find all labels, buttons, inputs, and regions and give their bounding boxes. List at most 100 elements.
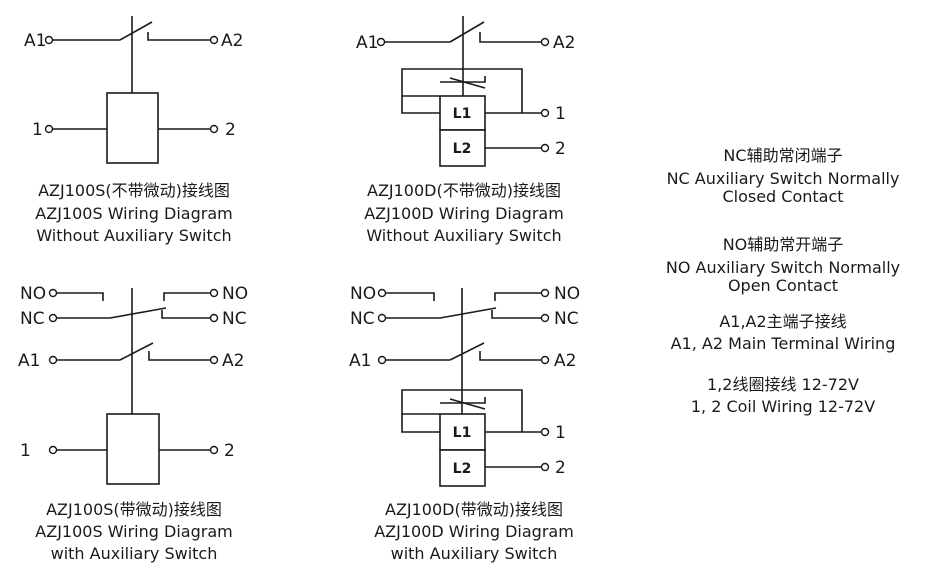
terminal-a1 bbox=[48, 355, 58, 365]
wire bbox=[479, 351, 541, 361]
caption-line-3: Without Auxiliary Switch bbox=[36, 226, 231, 245]
terminal-nc-right bbox=[540, 313, 550, 323]
terminal-no-right bbox=[209, 288, 219, 298]
aux-no-contact-left bbox=[386, 292, 435, 301]
caption-line-3: with Auxiliary Switch bbox=[51, 544, 218, 563]
terminal-label-a2: A2 bbox=[553, 33, 575, 53]
legend-nc-title: NC辅助常闭端子 bbox=[723, 146, 842, 165]
legend-no-line-2: NO Auxiliary Switch Normally bbox=[666, 258, 900, 277]
legend: NC辅助常闭端子 NC Auxiliary Switch Normally Cl… bbox=[666, 146, 900, 416]
coil-l1 bbox=[439, 413, 486, 451]
coil-label-l1: L1 bbox=[453, 106, 472, 122]
main-switch-contact bbox=[119, 21, 153, 41]
coil-label-l2: L2 bbox=[453, 141, 472, 157]
terminal-label-a1: A1 bbox=[18, 351, 40, 371]
coil-label-l2: L2 bbox=[453, 461, 472, 477]
terminal-label-nc-right: NC bbox=[222, 309, 247, 329]
aux-nc-contact bbox=[491, 310, 541, 319]
terminal-label-a2: A2 bbox=[221, 31, 243, 51]
terminal-1 bbox=[44, 124, 54, 134]
caption-line-3: with Auxiliary Switch bbox=[391, 544, 558, 563]
terminal-no-right bbox=[540, 288, 550, 298]
terminal-2 bbox=[540, 462, 550, 472]
caption-line-2: AZJ100S Wiring Diagram bbox=[35, 204, 232, 223]
terminal-nc-right bbox=[209, 313, 219, 323]
diagram-azj100d-with-aux: NO NO NC NC A1 A2 L1 L2 1 bbox=[349, 284, 580, 563]
terminal-label-2: 2 bbox=[555, 458, 566, 478]
caption-line-2: AZJ100D Wiring Diagram bbox=[364, 204, 564, 223]
terminal-a1 bbox=[44, 35, 54, 45]
loop-wire bbox=[401, 68, 523, 113]
legend-nc-line-2: NC Auxiliary Switch Normally bbox=[667, 169, 900, 188]
main-switch-contact bbox=[449, 21, 485, 43]
terminal-1 bbox=[48, 445, 58, 455]
aux-no-contact-right bbox=[494, 292, 541, 301]
terminal-2 bbox=[209, 445, 219, 455]
caption-line-1: AZJ100D(带微动)接线图 bbox=[385, 500, 563, 519]
terminal-label-2: 2 bbox=[224, 441, 235, 461]
terminal-a1 bbox=[377, 355, 387, 365]
terminal-label-nc-left: NC bbox=[20, 309, 45, 329]
terminal-2 bbox=[540, 143, 550, 153]
coil-l2 bbox=[439, 449, 486, 487]
terminal-a2 bbox=[540, 355, 550, 365]
terminal-a2 bbox=[209, 355, 219, 365]
aux-nc-contact bbox=[161, 310, 210, 319]
aux-no-contact-left bbox=[57, 292, 104, 301]
caption-line-1: AZJ100S(带微动)接线图 bbox=[46, 500, 222, 519]
terminal-nc-left bbox=[377, 313, 387, 323]
terminal-label-a2: A2 bbox=[554, 351, 576, 371]
caption-line-3: Without Auxiliary Switch bbox=[366, 226, 561, 245]
legend-coil-title: 1,2线圈接线 12-72V bbox=[707, 375, 859, 394]
aux-no-contact-right bbox=[163, 292, 210, 301]
loop-wire bbox=[401, 414, 440, 433]
caption-line-2: AZJ100D Wiring Diagram bbox=[374, 522, 574, 541]
terminal-label-1: 1 bbox=[20, 441, 31, 461]
internal-contact bbox=[440, 76, 486, 83]
coil-box bbox=[106, 413, 160, 485]
legend-main-terminal-line-2: A1, A2 Main Terminal Wiring bbox=[671, 334, 896, 353]
caption-line-2: AZJ100S Wiring Diagram bbox=[35, 522, 232, 541]
terminal-1 bbox=[540, 427, 550, 437]
wire bbox=[479, 32, 541, 43]
terminal-label-no-left: NO bbox=[350, 284, 376, 304]
terminal-a2 bbox=[540, 37, 550, 47]
terminal-label-a1: A1 bbox=[24, 31, 46, 51]
caption-line-1: AZJ100S(不带微动)接线图 bbox=[38, 181, 230, 200]
coil-l2 bbox=[439, 129, 486, 167]
terminal-2 bbox=[209, 124, 219, 134]
coil-box bbox=[106, 92, 159, 164]
diagram-azj100d-without-aux: A1 A2 L1 L2 1 2 AZJ100D(不带微动)接线图 AZJ100D… bbox=[356, 16, 575, 245]
legend-coil-line-2: 1, 2 Coil Wiring 12-72V bbox=[691, 397, 875, 416]
main-switch-contact bbox=[449, 342, 485, 361]
internal-switch-blade bbox=[449, 77, 486, 89]
wire bbox=[148, 351, 210, 361]
terminal-label-a1: A1 bbox=[349, 351, 371, 371]
terminal-label-a2: A2 bbox=[222, 351, 244, 371]
terminal-label-no-right: NO bbox=[554, 284, 580, 304]
terminal-label-a1: A1 bbox=[356, 33, 378, 53]
terminal-label-nc-right: NC bbox=[554, 309, 579, 329]
terminal-label-nc-left: NC bbox=[350, 309, 375, 329]
loop-wire bbox=[401, 96, 440, 114]
terminal-label-no-left: NO bbox=[20, 284, 46, 304]
terminal-no-left bbox=[377, 288, 387, 298]
diagram-azj100s-with-aux: NO NO NC NC A1 A2 1 2 AZJ100S(带微动)接线图 AZ… bbox=[18, 284, 248, 563]
wire bbox=[147, 32, 210, 41]
diagram-azj100s-without-aux: A1 A2 1 2 AZJ100S(不带微动)接线图 AZJ100S Wirin… bbox=[24, 16, 243, 245]
terminal-label-1: 1 bbox=[32, 120, 43, 140]
loop-wire bbox=[401, 389, 523, 432]
legend-no-title: NO辅助常开端子 bbox=[723, 235, 844, 254]
caption-line-1: AZJ100D(不带微动)接线图 bbox=[367, 181, 561, 200]
terminal-label-1: 1 bbox=[555, 423, 566, 443]
legend-no-line-3: Open Contact bbox=[728, 276, 838, 295]
main-switch-contact bbox=[119, 342, 154, 361]
terminal-label-2: 2 bbox=[225, 120, 236, 140]
legend-main-terminal-title: A1,A2主端子接线 bbox=[719, 312, 846, 331]
terminal-no-left bbox=[48, 288, 58, 298]
coil-label-l1: L1 bbox=[453, 425, 472, 441]
internal-switch-blade bbox=[449, 398, 486, 410]
terminal-label-2: 2 bbox=[555, 139, 566, 159]
terminal-a1 bbox=[376, 37, 386, 47]
